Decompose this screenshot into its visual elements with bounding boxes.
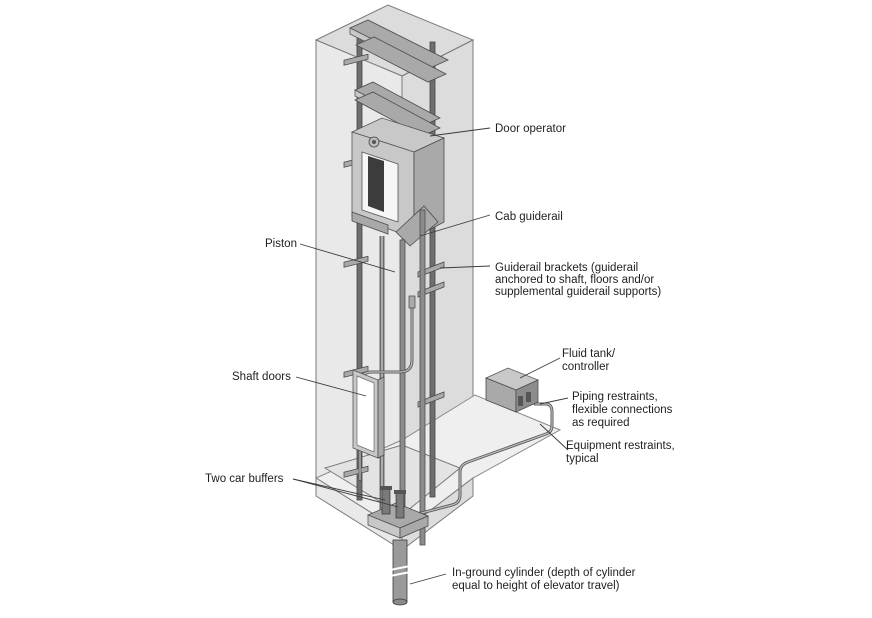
in-ground-cylinder [389, 539, 411, 606]
label-piping-restraints-line2: flexible connections [572, 404, 673, 416]
label-guiderail-brackets-line3: supplemental guiderail supports) [495, 286, 661, 298]
label-piping-restraints-line1: Piping restraints, [572, 391, 658, 403]
label-equipment-restraints-line2: typical [566, 453, 599, 465]
label-piping-restraints-line3: as required [572, 417, 630, 429]
label-door-operator: Door operator [495, 123, 566, 135]
top-crossheads [349, 19, 449, 137]
leader-lines [292, 127, 569, 585]
label-in-ground-cylinder-line2: equal to height of elevator travel) [452, 580, 620, 592]
label-cab-guiderail: Cab guiderail [495, 211, 563, 223]
label-in-ground-cylinder-line1: In-ground cylinder (depth of cylinder [452, 567, 636, 579]
label-two-car-buffers: Two car buffers [205, 473, 284, 485]
shaft-door [352, 369, 385, 459]
label-guiderail-brackets-line2: anchored to shaft, floors and/or [495, 274, 654, 286]
labels: Door operator Cab guiderail Piston Guide… [205, 123, 675, 592]
label-fluid-tank-line1: Fluid tank/ [562, 348, 616, 360]
label-piston: Piston [265, 238, 297, 250]
label-fluid-tank-line2: controller [562, 361, 609, 373]
label-shaft-doors: Shaft doors [232, 371, 291, 383]
fluid-tank-controller [484, 367, 540, 413]
car-buffers [366, 486, 430, 539]
label-equipment-restraints-line1: Equipment restraints, [566, 440, 675, 452]
label-guiderail-brackets-line1: Guiderail brackets (guiderail [495, 262, 638, 274]
elevator-cab [350, 117, 446, 247]
